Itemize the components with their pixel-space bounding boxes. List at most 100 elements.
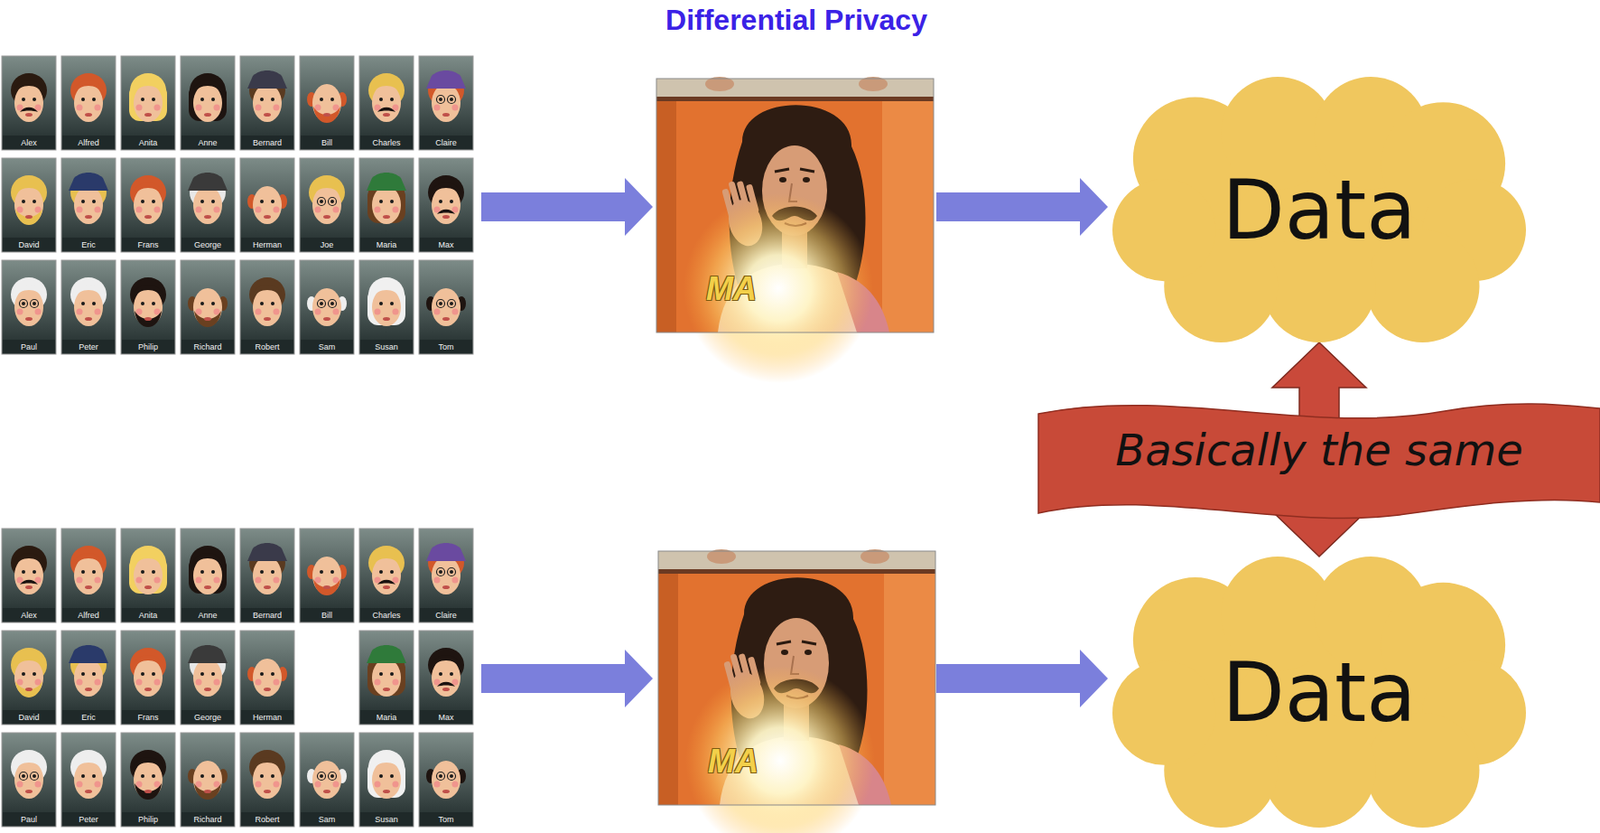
card-eye [211,97,215,102]
card-name: Tom [418,811,474,827]
card-eye [260,97,264,102]
card-frame [240,630,295,725]
card-eye [449,773,454,778]
card-name: Sam [299,339,354,354]
card-face [74,83,103,122]
character-card [418,732,474,827]
card-frame [359,55,414,150]
card-glasses [30,772,39,781]
card-face [252,760,282,799]
card-cheek [76,104,84,112]
character-card [418,260,474,354]
card-cheek [154,104,161,112]
card-eye [32,773,37,778]
card-frame [180,630,235,725]
card-frame [299,528,354,623]
card-frame [418,260,474,354]
card-fringe [372,552,401,567]
character-card [240,528,295,623]
card-eye [151,773,156,778]
card-frame [359,158,414,252]
card-glasses [437,299,446,308]
card-mouth [204,789,212,793]
card-eye [319,97,324,102]
card-eye [92,671,96,676]
card-glasses [30,299,39,308]
card-name: Philip [120,339,176,354]
card-eye [140,301,145,306]
card-eye [32,97,37,102]
card-mouth [382,112,391,117]
card-name: Charles [359,607,414,623]
card-eye [32,301,37,306]
card-face [193,288,223,326]
card-face [312,556,342,595]
card-cheek [374,781,382,788]
card-name: George [180,709,235,725]
card-nameplate [241,135,294,149]
card-cheek [374,308,382,316]
card-mouth [144,585,152,589]
card-cheek [94,104,102,112]
card-cheek [35,308,42,316]
card-cheek [434,308,441,316]
card-hat [247,70,288,89]
card-hat [366,172,407,191]
card-eye [21,97,26,102]
card-name: Peter [61,339,116,354]
card-nameplate [62,709,115,724]
card-eye [270,569,275,574]
card-beard [134,782,162,800]
card-beard [313,106,341,123]
card-nameplate [360,709,413,724]
card-cheek [195,308,203,316]
card-eye [319,199,324,204]
card-eye [211,301,215,306]
card-frame [61,528,116,623]
card-name: Alex [1,607,56,623]
card-name: Charles [359,135,414,150]
card-eye [270,301,275,306]
card-frame [240,732,295,827]
card-face [372,186,401,224]
card-face [14,83,44,122]
character-card [120,260,176,354]
card-eye [200,773,205,778]
card-name: Anita [120,135,176,150]
card-eye [260,301,264,306]
card-hat [68,644,109,663]
card-fringe [193,552,223,567]
card-fringe [14,552,44,567]
character-card [418,158,474,252]
card-nameplate [62,811,115,826]
card-nameplate [2,811,56,826]
card-frame [61,158,116,252]
card-cheek [154,781,161,788]
card-cheek [392,781,400,788]
card-cheek [315,781,322,788]
character-card [61,158,116,252]
card-mouth [382,585,391,589]
character-card [61,260,116,354]
card-nameplate [2,339,56,354]
card-name: Maria [359,709,414,725]
card-frame [180,158,235,252]
card-mouth [84,789,93,793]
card-frame [1,528,56,623]
card-cheek [315,206,322,214]
card-cheek [94,781,102,788]
card-frame [240,260,295,354]
card-face [74,760,103,799]
cloud-puff [1112,178,1217,281]
card-name: Frans [120,709,176,725]
card-cheek [154,679,161,686]
card-eye [151,671,156,676]
card-beard [15,208,43,225]
card-cheek [273,104,280,112]
card-glasses [328,299,337,308]
card-nameplate [300,135,354,149]
card-nameplate [121,339,175,354]
card-cheek [35,679,42,686]
card-cheek [76,576,84,584]
card-mouth [442,789,450,793]
